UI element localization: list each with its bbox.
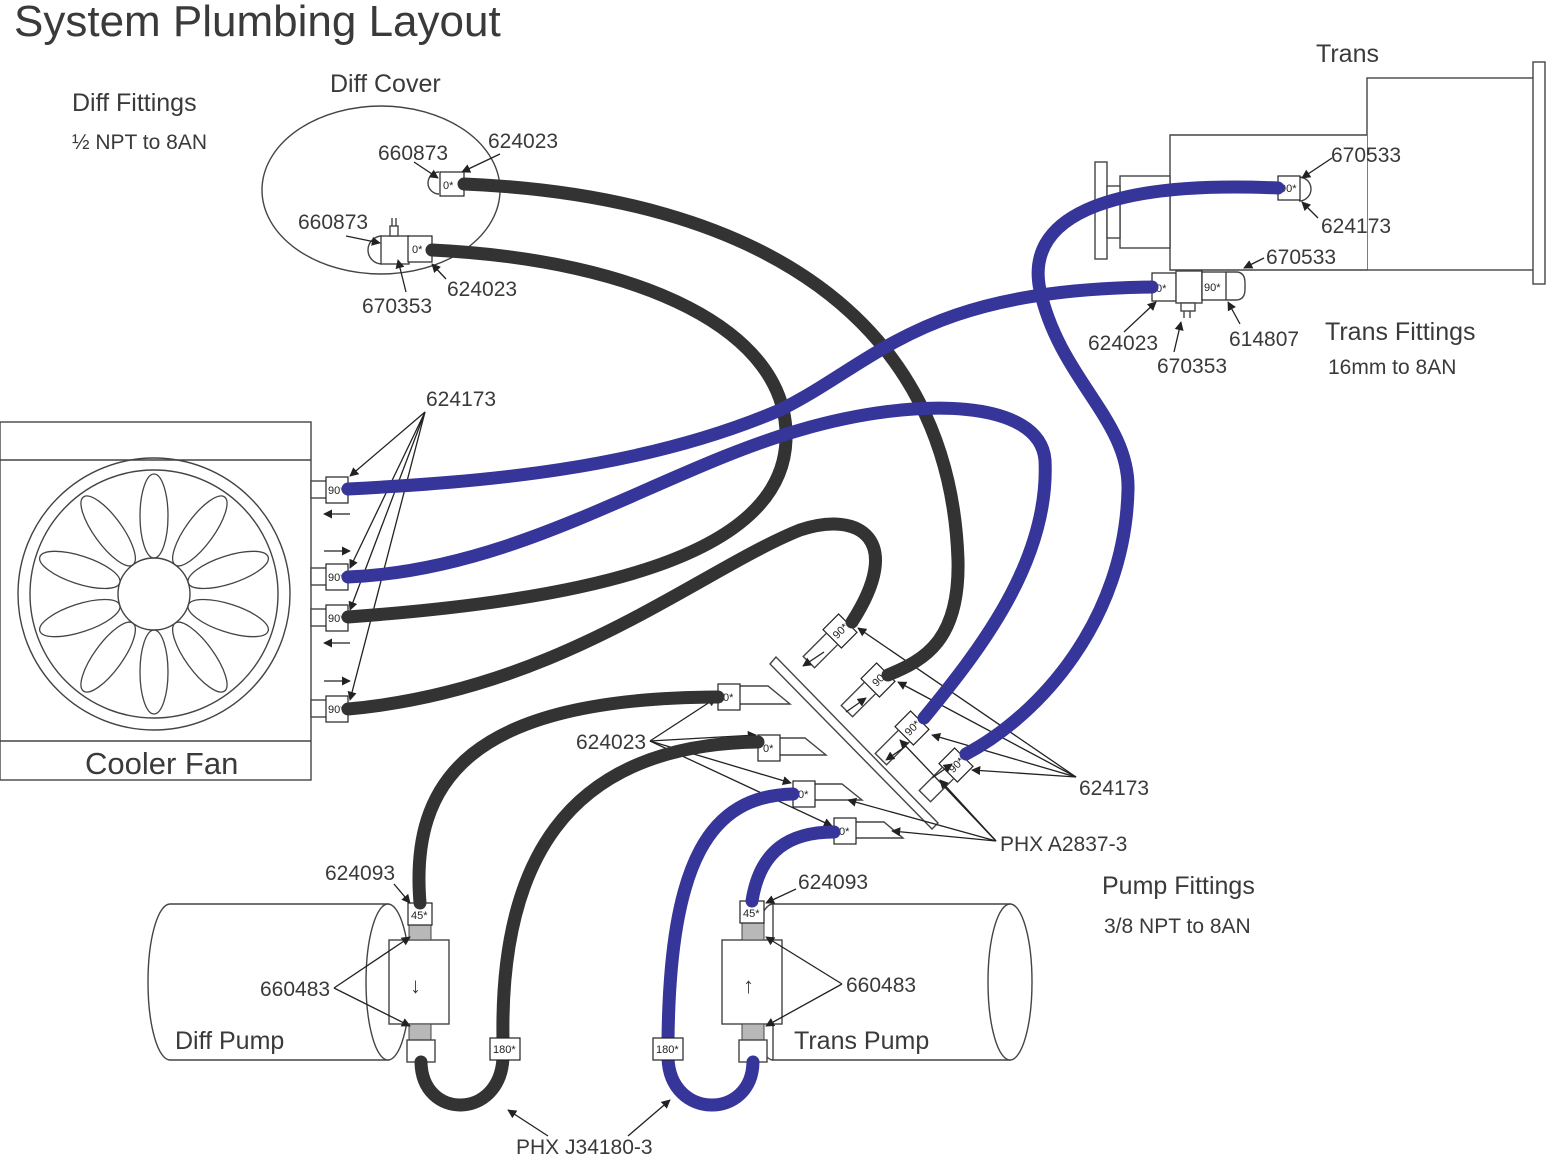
label-manifold-straight: 624023 (576, 731, 646, 754)
transmission: Trans 90* 0* 90* (1094, 40, 1546, 318)
fan-blade (172, 621, 228, 693)
fitting-trans-lower-left: 0* (1156, 283, 1167, 295)
label-trans-left-fitting: 624023 (1088, 332, 1158, 355)
fitting-cooler-2: 90* (328, 572, 345, 584)
label-trans-top: 670533 (1331, 144, 1401, 167)
fitting-diff-cover-lower: 0* (412, 244, 423, 256)
fan-blade (139, 473, 169, 559)
fan-blade (38, 598, 121, 638)
label-trans-sensor: 670353 (1157, 355, 1227, 378)
fitting-cooler-3: 90* (328, 613, 345, 625)
page-title: System Plumbing Layout (14, 0, 501, 46)
trans-label: Trans (1316, 40, 1379, 68)
fitting-trans-pump-top: 45* (743, 908, 760, 920)
label-trans-right-fitting: 614807 (1229, 328, 1299, 351)
hose-black-4 (412, 690, 725, 910)
pump-fittings-spec: 3/8 NPT to 8AN (1104, 915, 1251, 938)
trans-pump-label: Trans Pump (794, 1027, 929, 1055)
fan-blade (80, 621, 136, 693)
flow-arrow-manifold-a (802, 651, 825, 667)
label-diff-pump-inline: 660483 (260, 978, 330, 1001)
diff-fittings-spec: ½ NPT to 8AN (72, 131, 207, 154)
fan-blade (172, 495, 228, 567)
label-manifold-block: PHX A2837-3 (1000, 833, 1127, 856)
fitting-cooler-4: 90* (328, 704, 345, 716)
fitting-diff-pump-top: 45* (411, 910, 428, 922)
label-cooler-fittings: 624173 (426, 388, 496, 411)
label-diff-top-left: 660873 (378, 142, 448, 165)
hose-blue-1 (341, 280, 1159, 496)
cooler-fan-label: Cooler Fan (85, 746, 238, 781)
label-trans-pump-outlet: 624093 (798, 871, 868, 894)
fitting-manifold-0-c: 0* (798, 789, 809, 801)
label-trans-pump-inline: 660483 (846, 974, 916, 997)
flow-arrow-manifold-c (885, 745, 907, 761)
fitting-manifold-0-a: 0* (723, 692, 734, 704)
label-trans-side: 670533 (1266, 246, 1336, 269)
fan-blade (187, 598, 270, 638)
manifold-block: 90* 90 90* 90* 0* 0* 0* 0* (717, 613, 974, 845)
hoses (341, 177, 1285, 1112)
trans-fittings-heading: Trans Fittings (1325, 318, 1476, 346)
fitting-cooler-1: 90* (328, 485, 345, 497)
fitting-manifold-0-b: 0* (763, 743, 774, 755)
fan-blade (80, 495, 136, 567)
fitting-trans-lower-right: 90* (1204, 282, 1221, 294)
fitting-diff-pump-loop: 180* (493, 1044, 516, 1056)
fitting-trans-upper: 90* (1280, 183, 1297, 195)
diff-pump-flow-arrow: ↓ (410, 973, 421, 998)
hose-blue-6 (661, 1051, 760, 1112)
fan-blade (139, 629, 169, 715)
label-diff-mid-right: 624023 (447, 278, 517, 301)
fitting-trans-pump-loop: 180* (656, 1044, 679, 1056)
diff-cover: Diff Cover 0* 0* (261, 70, 501, 275)
diff-cover-label: Diff Cover (330, 70, 441, 98)
hose-black-5 (496, 735, 765, 1047)
fan-blade (38, 550, 121, 590)
hose-blue-4 (745, 825, 841, 908)
hose-blue-3 (341, 401, 1052, 725)
fan-blades (38, 473, 270, 715)
cooler-fittings: 90* 90* 90* 90* (310, 476, 349, 723)
label-trans-mid: 624173 (1321, 215, 1391, 238)
label-diff-top-right: 624023 (488, 130, 558, 153)
trans-pump: 45* ↑ Trans Pump (721, 900, 1033, 1063)
label-diff-bottom: 670353 (362, 295, 432, 318)
label-pump-loop: PHX J34180-3 (516, 1136, 653, 1157)
hose-blue-2 (959, 180, 1285, 761)
trans-pump-flow-arrow: ↑ (743, 973, 754, 998)
fitting-diff-cover-upper: 0* (443, 180, 454, 192)
hose-blue-5 (661, 787, 800, 1047)
pump-fittings-heading: Pump Fittings (1102, 872, 1255, 900)
diff-fittings-heading: Diff Fittings (72, 89, 197, 117)
flow-arrow-manifold-d (931, 763, 953, 779)
label-manifold-angle: 624173 (1079, 777, 1149, 800)
fitting-manifold-0-d: 0* (839, 826, 850, 838)
fan-blade (187, 550, 270, 590)
hose-black-3 (341, 517, 882, 716)
label-diff-mid-left: 660873 (298, 211, 368, 234)
hose-black-6 (414, 1051, 510, 1112)
flow-arrow-manifold-b (845, 697, 867, 713)
label-diff-pump-outlet: 624093 (325, 862, 395, 885)
trans-fittings-spec: 16mm to 8AN (1328, 356, 1456, 379)
diff-pump-label: Diff Pump (175, 1027, 284, 1055)
cooler-fan: Cooler Fan (0, 421, 312, 781)
